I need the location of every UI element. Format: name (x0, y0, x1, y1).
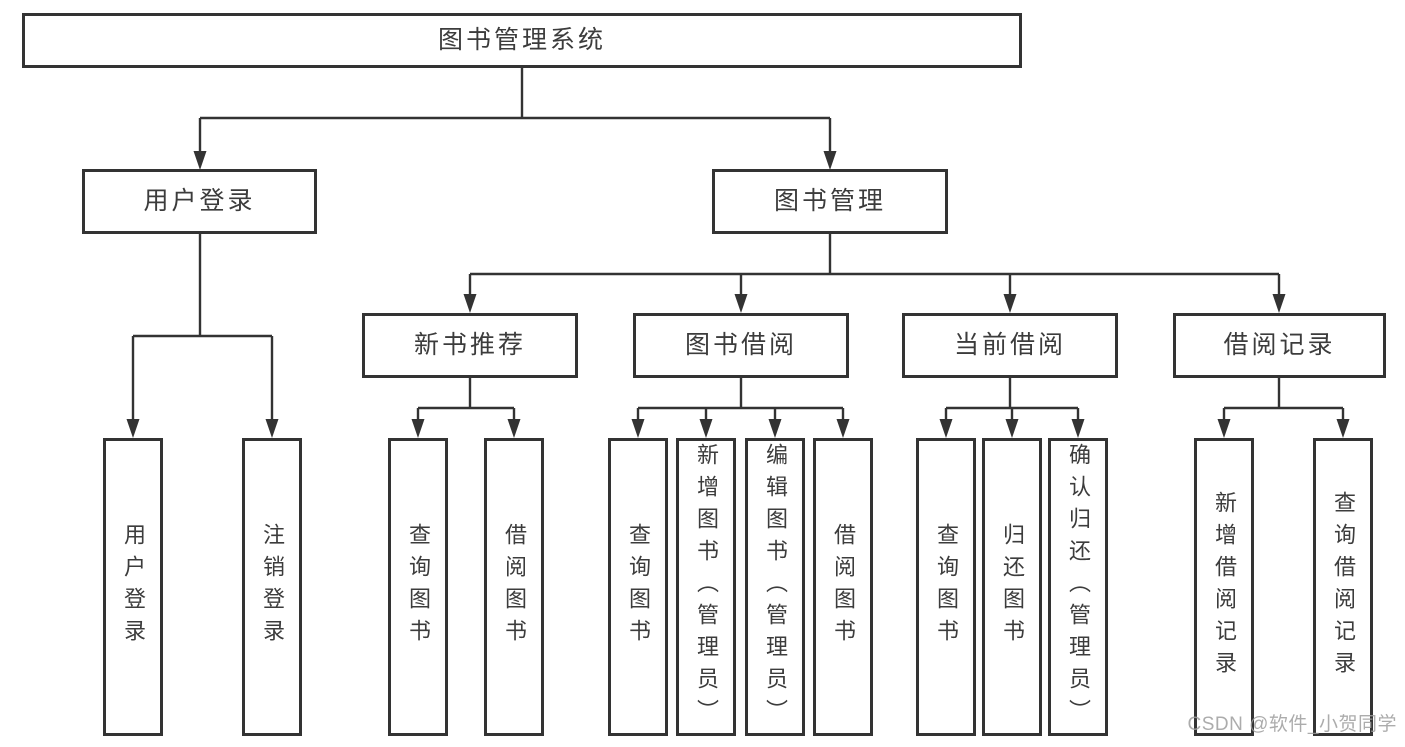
leaf-confirm-return-admin: 确认归还（管理员） (1048, 438, 1108, 736)
node-book-management-label: 图书管理 (773, 187, 886, 215)
leaf-edit-books-admin: 编辑图书（管理员） (745, 438, 805, 736)
connector-book-borrow-children (636, 378, 845, 420)
leaf-user-login: 用户登录 (103, 438, 163, 736)
node-library-system: 图书管理系统 (22, 13, 1022, 68)
leaf-current-query-books-label: 查询图书 (934, 523, 959, 651)
node-library-system-label: 图书管理系统 (437, 26, 606, 54)
leaf-return-books: 归还图书 (982, 438, 1042, 736)
connector-current-borrow-children (944, 378, 1080, 420)
leaf-logout-label: 注销登录 (260, 523, 285, 651)
leaf-borrow-books-label: 借阅图书 (831, 523, 856, 651)
arrowheads-root-to-level2 (193, 151, 837, 170)
leaf-borrow-books: 借阅图书 (813, 438, 873, 736)
leaf-recommend-borrow-books-label: 借阅图书 (502, 523, 527, 651)
connector-new-book-children (416, 378, 516, 420)
leaf-recommend-query-books: 查询图书 (388, 438, 448, 736)
leaf-confirm-return-admin-label: 确认归还（管理员） (1066, 443, 1091, 731)
connector-borrow-records-children (1222, 378, 1345, 420)
leaf-edit-books-admin-label: 编辑图书（管理员） (763, 443, 788, 731)
arrowheads-book-mgmt-children (463, 294, 1286, 313)
connector-root-to-level2 (198, 68, 832, 153)
node-borrow-records: 借阅记录 (1173, 313, 1386, 378)
node-current-borrow: 当前借阅 (902, 313, 1118, 378)
leaf-add-books-admin-label: 新增图书（管理员） (694, 443, 719, 731)
node-current-borrow-label: 当前借阅 (953, 331, 1066, 359)
node-user-login: 用户登录 (82, 169, 317, 234)
connector-user-login-children (131, 234, 274, 420)
arrowheads-current-borrow-children (939, 419, 1085, 438)
arrowheads-book-borrow-children (631, 419, 850, 438)
leaf-add-borrow-record-label: 新增借阅记录 (1212, 491, 1237, 683)
node-book-management: 图书管理 (712, 169, 948, 234)
leaf-user-login-label: 用户登录 (121, 523, 146, 651)
arrowheads-user-login-children (126, 419, 279, 438)
leaf-current-query-books: 查询图书 (916, 438, 976, 736)
leaf-query-borrow-record-label: 查询借阅记录 (1331, 491, 1356, 683)
leaf-logout: 注销登录 (242, 438, 302, 736)
leaf-return-books-label: 归还图书 (1000, 523, 1025, 651)
leaf-borrow-query-books-label: 查询图书 (626, 523, 651, 651)
leaf-add-borrow-record: 新增借阅记录 (1194, 438, 1254, 736)
connector-book-mgmt-children (468, 234, 1281, 296)
arrowheads-new-book-children (411, 419, 521, 438)
leaf-recommend-borrow-books: 借阅图书 (484, 438, 544, 736)
arrowheads-borrow-records-children (1217, 419, 1350, 438)
leaf-add-books-admin: 新增图书（管理员） (676, 438, 736, 736)
node-book-borrow: 图书借阅 (633, 313, 849, 378)
leaf-borrow-query-books: 查询图书 (608, 438, 668, 736)
node-book-borrow-label: 图书借阅 (684, 331, 797, 359)
node-new-book-recommend: 新书推荐 (362, 313, 578, 378)
node-new-book-recommend-label: 新书推荐 (413, 331, 526, 359)
leaf-query-borrow-record: 查询借阅记录 (1313, 438, 1373, 736)
csdn-watermark: CSDN @软件_小贺同学 (1187, 714, 1397, 735)
node-borrow-records-label: 借阅记录 (1223, 331, 1336, 359)
node-user-login-label: 用户登录 (143, 187, 256, 215)
leaf-recommend-query-books-label: 查询图书 (406, 523, 431, 651)
